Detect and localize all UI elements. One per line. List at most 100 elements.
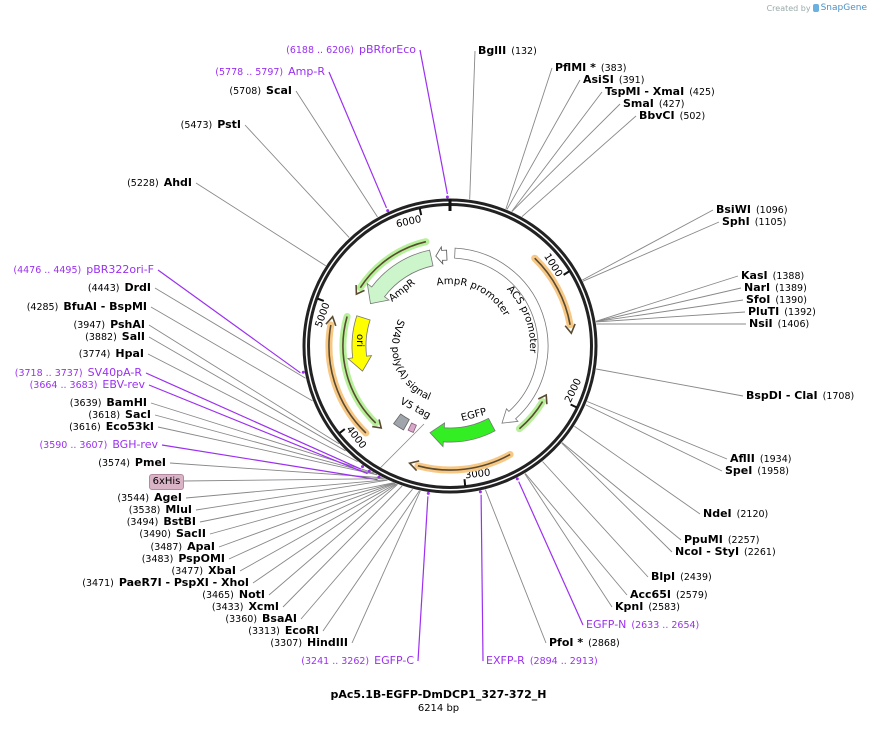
enzyme-leader-line	[585, 404, 723, 472]
enzyme-name: XbaI	[208, 564, 236, 577]
enzyme-label[interactable]: 3307HindIII	[265, 637, 348, 649]
enzyme-name: SpeI	[725, 464, 753, 477]
enzyme-label[interactable]: SfoI1390	[746, 294, 812, 306]
ampr-promoter-text: AmpR promoter	[436, 276, 512, 319]
primer-leader-line	[148, 384, 368, 475]
scale-tick	[563, 270, 571, 276]
orf-arrow[interactable]	[534, 257, 571, 325]
scale-tick	[316, 297, 325, 302]
enzyme-label[interactable]: Acc65I2579	[630, 589, 713, 601]
enzyme-label[interactable]: NsiI1406	[749, 318, 814, 330]
scale-tick	[418, 208, 423, 216]
enzyme-label[interactable]: 3471PaeR7I - PspXI - XhoI	[77, 577, 249, 589]
enzyme-position: 1105	[755, 217, 787, 228]
enzyme-label[interactable]: 3947PshAI	[69, 319, 145, 331]
enzyme-label[interactable]: 3494BstBI	[122, 516, 196, 528]
enzyme-label[interactable]: 5228AhdI	[122, 177, 192, 189]
enzyme-label[interactable]: PfoI *2868	[549, 637, 625, 649]
enzyme-label[interactable]: AflII1934	[730, 453, 796, 465]
enzyme-position: 391	[619, 75, 645, 86]
orf-arrow[interactable]	[518, 401, 544, 430]
enzyme-label[interactable]: 3574 PmeI	[93, 456, 166, 469]
enzyme-label[interactable]: BglII132	[478, 45, 542, 57]
enzyme-label[interactable]: 3639BamHI	[65, 397, 147, 409]
enzyme-name: PpuMI	[684, 533, 723, 546]
enzyme-label[interactable]: SmaI427	[623, 98, 689, 110]
enzyme-label[interactable]: 3313EcoRI	[243, 625, 319, 637]
ampr-promoter-arrow[interactable]	[435, 245, 448, 265]
enzyme-label[interactable]: 3544AgeI	[112, 492, 182, 504]
enzyme-label[interactable]: KpnI2583	[615, 601, 685, 613]
primer-label[interactable]: EGFP-N(2633 .. 2654)	[586, 618, 704, 631]
orf-arrow[interactable]	[417, 453, 511, 471]
enzyme-label[interactable]: PflMI *383	[555, 62, 631, 74]
his-tag-feature[interactable]	[407, 422, 417, 434]
primer-range: (3241 .. 3262)	[301, 656, 370, 667]
enzyme-label[interactable]: 3360BsaAI	[220, 613, 297, 625]
enzyme-label[interactable]: 3774HpaI	[74, 348, 144, 360]
ori-arrow[interactable]	[346, 315, 373, 372]
enzyme-name: ScaI	[266, 84, 292, 97]
enzyme-label[interactable]: 3433XcmI	[207, 601, 279, 613]
enzyme-label[interactable]: BspDI - ClaI1708	[746, 390, 859, 402]
enzyme-label[interactable]: 3483PspOMI	[137, 553, 225, 565]
enzyme-label[interactable]: 4285BfuAI - BspMI	[22, 301, 147, 313]
enzyme-label[interactable]: 5708ScaI	[224, 84, 292, 97]
ampr-arrow[interactable]	[366, 249, 434, 305]
enzyme-leader-line	[484, 489, 547, 644]
primer-label[interactable]: (3241 .. 3262) EGFP-C	[296, 654, 414, 667]
primer-name: EGFP-N	[586, 618, 627, 631]
enzyme-label[interactable]: 4443DrdI	[83, 282, 151, 294]
enzyme-label[interactable]: 3487ApaI	[145, 541, 215, 553]
primer-label[interactable]: EXFP-R(2894 .. 2913)	[486, 655, 603, 667]
enzyme-label[interactable]: BbvCI502	[639, 110, 710, 122]
primer-label[interactable]: (3590 .. 3607)BGH-rev	[34, 439, 158, 451]
primer-name: EGFP-C	[374, 654, 414, 667]
primer-label[interactable]: (3718 .. 3737)SV40pA-R	[10, 367, 142, 379]
enzyme-label[interactable]: 3465NotI	[197, 589, 265, 601]
v5-tag-feature[interactable]	[393, 413, 410, 431]
egfp-arrow[interactable]	[429, 417, 496, 448]
primer-label[interactable]: (3664 .. 3683)EBV-rev	[25, 379, 145, 391]
enzyme-label[interactable]: 3882SalI	[80, 331, 145, 343]
enzyme-label[interactable]: NarI1389	[744, 282, 812, 294]
enzyme-label[interactable]: NdeI2120	[703, 508, 773, 520]
enzyme-name: PluTI	[748, 305, 780, 318]
primer-binding-mark	[426, 491, 430, 495]
enzyme-name: PmeI	[134, 456, 166, 469]
enzyme-label[interactable]: 3477XbaI	[167, 564, 237, 577]
enzyme-label[interactable]: PpuMI2257	[684, 533, 764, 546]
orf-arrow[interactable]	[359, 240, 427, 289]
enzyme-label[interactable]: AsiSI391	[583, 74, 649, 86]
enzyme-label[interactable]: 3538MluI	[124, 503, 192, 516]
enzyme-label[interactable]: PluTI1392	[748, 305, 821, 318]
enzyme-label[interactable]: TspMI - XmaI425	[605, 86, 720, 98]
his-tag-label[interactable]: 6xHis	[149, 474, 184, 490]
enzyme-label[interactable]: NcoI - StyI2261	[675, 545, 781, 558]
enzyme-name: NcoI - StyI	[675, 545, 740, 558]
enzyme-label[interactable]: 3490SacII	[134, 528, 206, 540]
primer-label[interactable]: (4476 .. 4495)pBR322ori-F	[8, 264, 154, 276]
enzyme-label[interactable]: SpeI1958	[725, 464, 794, 477]
enzyme-position: 3574	[98, 458, 130, 469]
primer-label[interactable]: (5778 .. 5797)Amp-R	[210, 66, 325, 78]
his-tag-leader-line	[182, 478, 385, 482]
enzyme-name: MluI	[165, 503, 192, 516]
enzyme-position: 3483	[142, 554, 174, 565]
enzyme-leader-line	[595, 275, 739, 322]
enzyme-label[interactable]: BsiWI1096	[716, 204, 793, 216]
enzyme-label[interactable]: 3616Eco53kI	[64, 421, 154, 433]
enzyme-label[interactable]: KasI1388	[741, 270, 809, 282]
orf-arrow[interactable]	[328, 324, 367, 434]
primer-label[interactable]: (6188 .. 6206)pBRforEco	[281, 44, 416, 56]
enzyme-label[interactable]: SphI1105	[722, 216, 791, 228]
enzyme-position: 3494	[127, 517, 159, 528]
orf-arrow[interactable]	[342, 316, 377, 424]
enzyme-label[interactable]: 3618SacI	[83, 409, 151, 421]
acs-promoter-arrow[interactable]	[454, 247, 549, 424]
enzyme-leader-line	[595, 287, 742, 322]
enzyme-label[interactable]: 5473PstI	[176, 119, 241, 131]
primer-binding-mark	[445, 195, 449, 199]
enzyme-leader-line	[524, 473, 628, 596]
enzyme-label[interactable]: BlpI2439	[651, 571, 717, 583]
